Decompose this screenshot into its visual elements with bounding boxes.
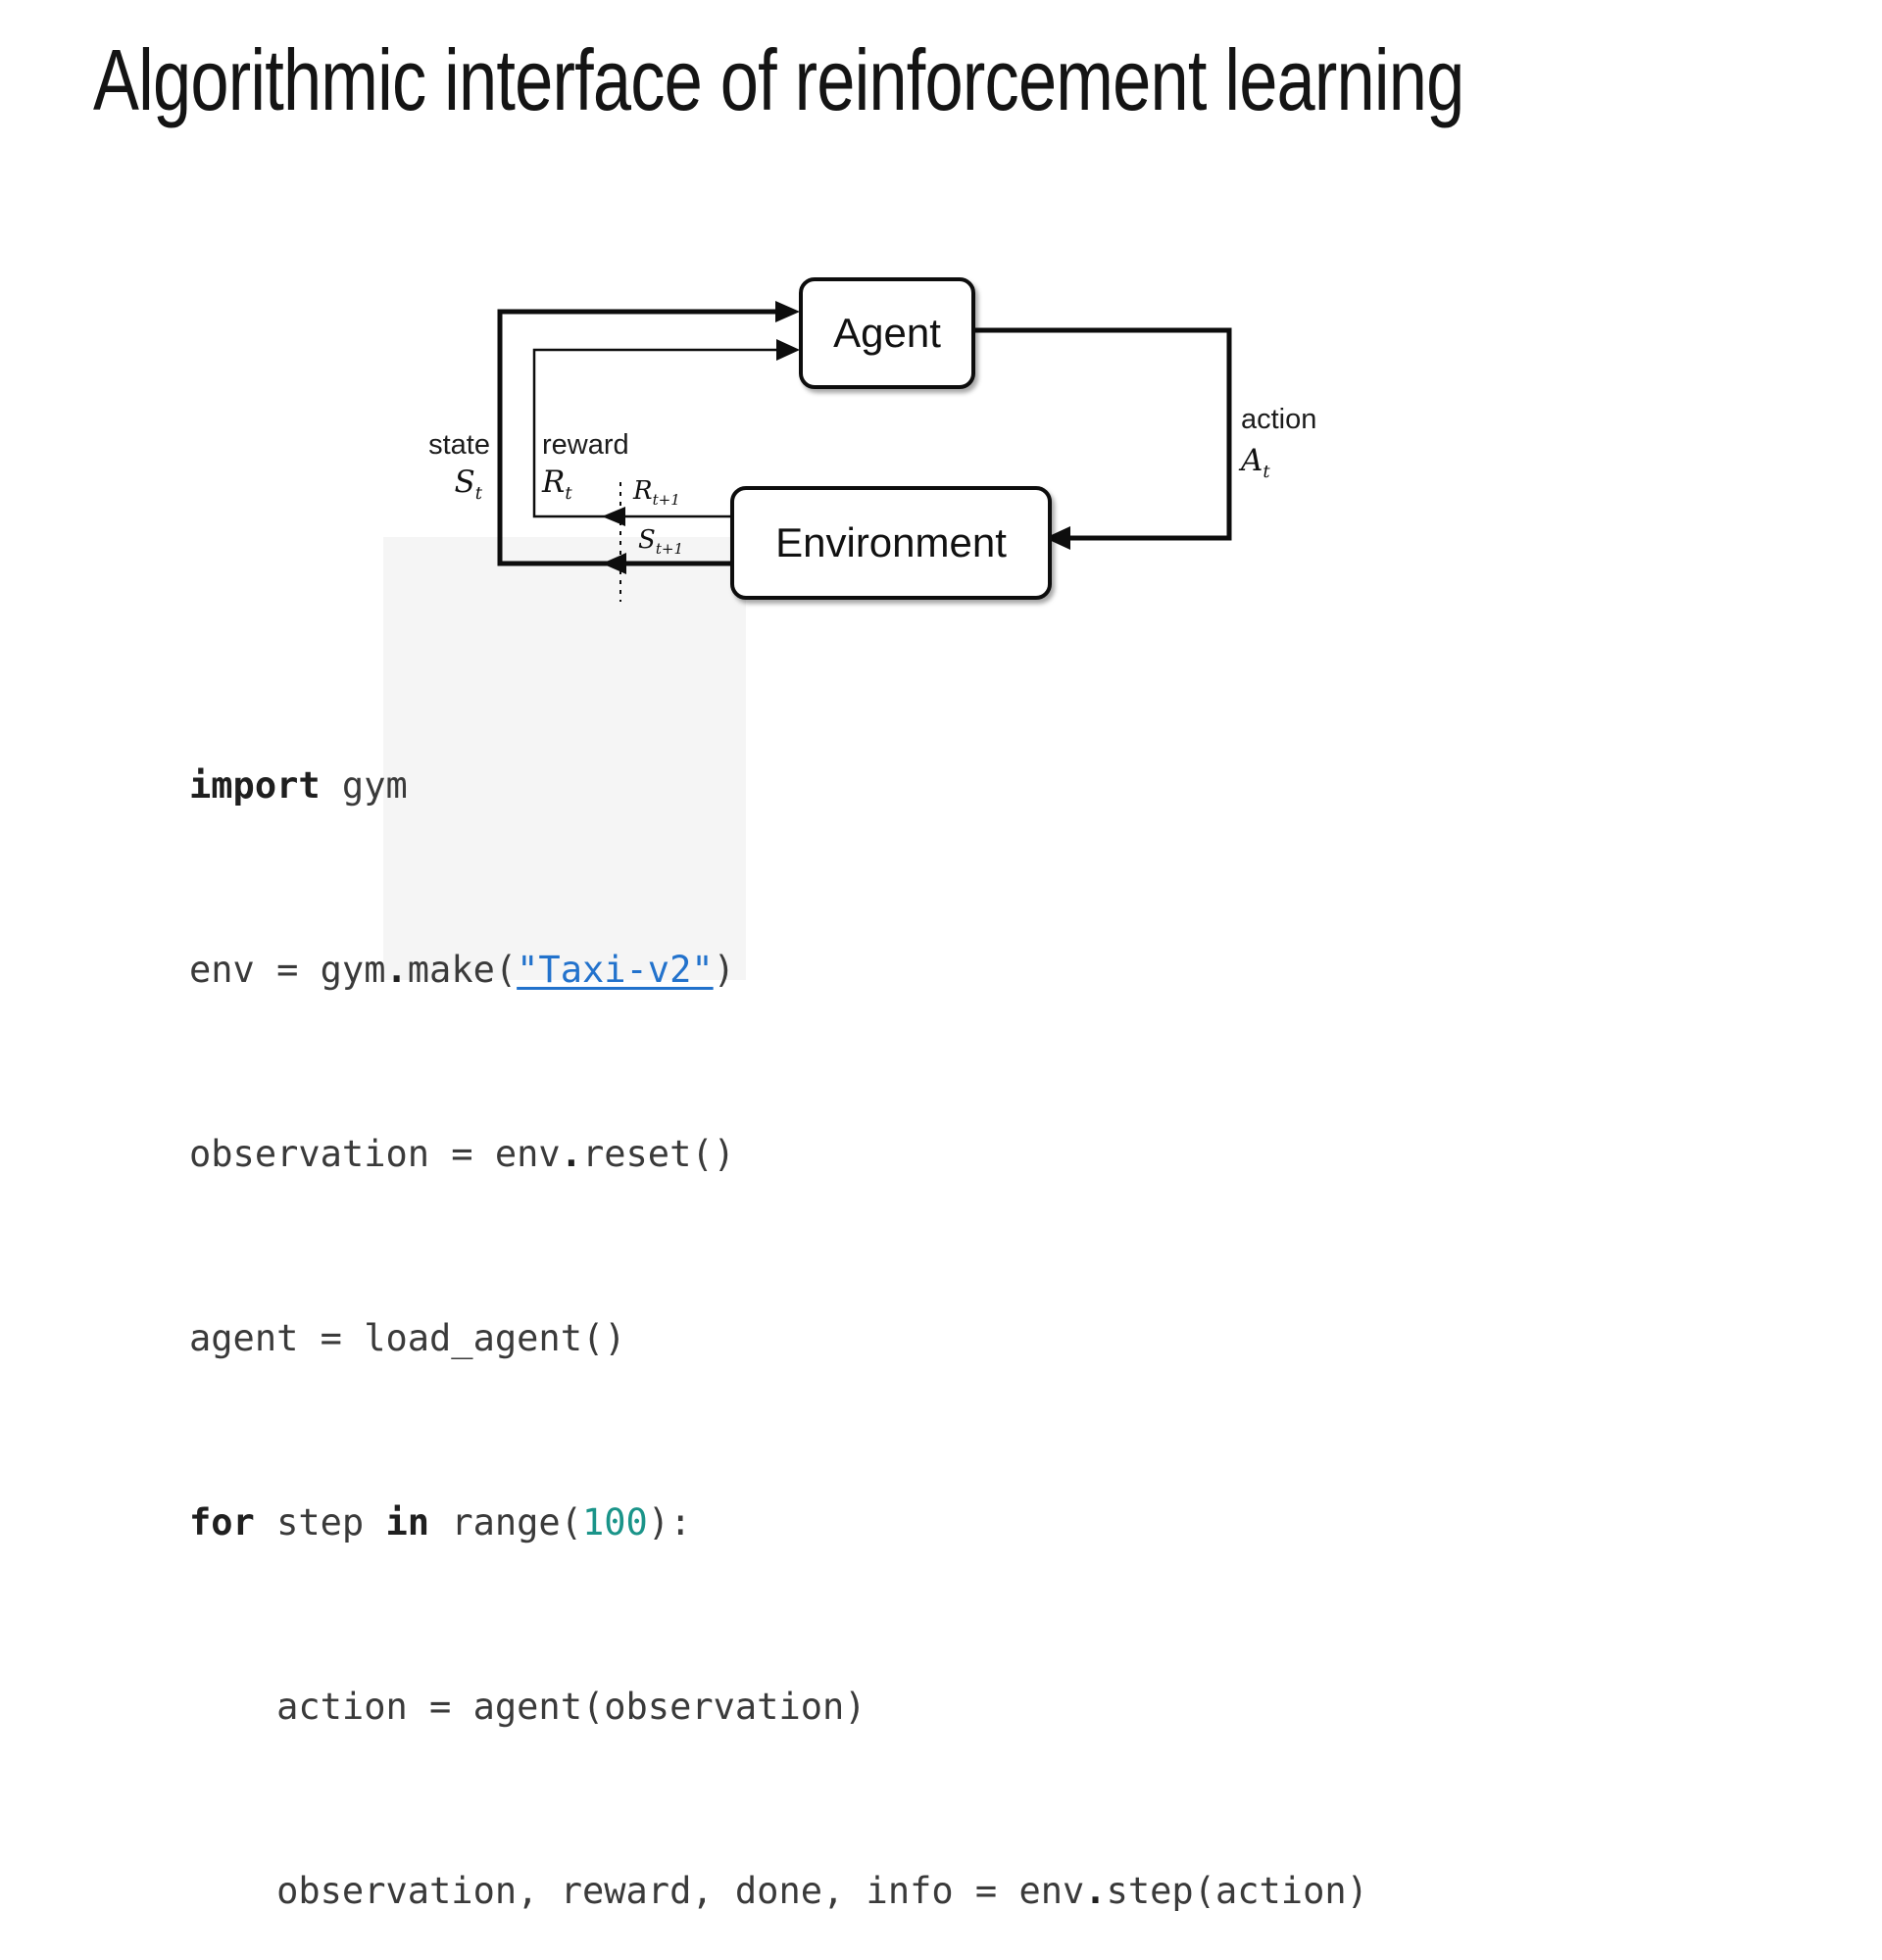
code-line-make-env: env = gym.make("Taxi-v2") [189,947,1368,993]
reward-symbol-base: R [542,465,566,500]
code-text: step [254,1501,386,1544]
action-symbol-base: A [1241,443,1263,478]
code-line-reset: observation = env.reset() [189,1131,1368,1177]
code-keyword: in [385,1501,430,1544]
code-text: step(action) [1106,1870,1368,1912]
next-reward-symbol-sub: t+1 [652,491,680,510]
code-text: range( [429,1501,582,1544]
code-operator: . [385,949,408,991]
diagram-arrows [497,301,1232,602]
state-symbol-sub: t [474,483,482,505]
code-text: reset() [581,1133,735,1175]
code-text: action = agent(observation) [189,1686,867,1728]
code-line-for-loop: for step in range(100): [189,1499,1368,1545]
code-number: 100 [581,1501,648,1544]
reward-symbol-sub: t [565,483,572,505]
state-arrow [497,301,800,574]
environment-box: Environment [730,486,1052,600]
code-text: ): [647,1501,692,1544]
code-block: import gym env = gym.make("Taxi-v2") obs… [189,670,1368,1960]
action-label: action [1241,404,1317,435]
code-line-import: import gym [189,762,1368,808]
code-text: agent = load_agent() [189,1317,626,1359]
taxi-v2-link[interactable]: "Taxi-v2" [517,949,714,991]
state-label: state [428,429,490,461]
code-line-step: observation, reward, done, info = env.st… [189,1868,1368,1914]
state-symbol-base: S [454,465,475,500]
code-text: env = gym [189,949,386,991]
code-operator: . [560,1133,582,1175]
code-text: ) [713,949,735,991]
reward-symbol: Rt [542,465,572,504]
next-reward-symbol-base: R [633,476,653,506]
code-keyword: import [189,764,321,807]
code-text: observation, reward, done, info = env [189,1870,1085,1912]
code-keyword: for [189,1501,255,1544]
environment-box-label: Environment [775,519,1007,565]
code-operator: . [1084,1870,1107,1912]
reward-label: reward [542,429,629,461]
scan-artifact-shading [383,537,746,980]
state-symbol: St [402,465,482,504]
code-text: make( [407,949,518,991]
agent-box: Agent [799,277,975,389]
code-line-action: action = agent(observation) [189,1684,1368,1730]
next-state-symbol: St+1 [638,525,683,558]
code-text: observation = env [189,1133,561,1175]
next-state-symbol-sub: t+1 [655,540,684,559]
next-state-symbol-base: S [638,525,656,555]
code-line-load-agent: agent = load_agent() [189,1315,1368,1361]
action-symbol: At [1241,443,1270,482]
slide-title: Algorithmic interface of reinforcement l… [93,31,1464,128]
agent-box-label: Agent [833,310,941,356]
rl-loop-diagram: Agent Environment state St reward Rt Rt+… [392,196,1316,627]
action-arrow [967,327,1232,550]
code-text: gym [320,764,408,807]
next-reward-symbol: Rt+1 [633,476,680,509]
action-symbol-sub: t [1263,462,1270,483]
